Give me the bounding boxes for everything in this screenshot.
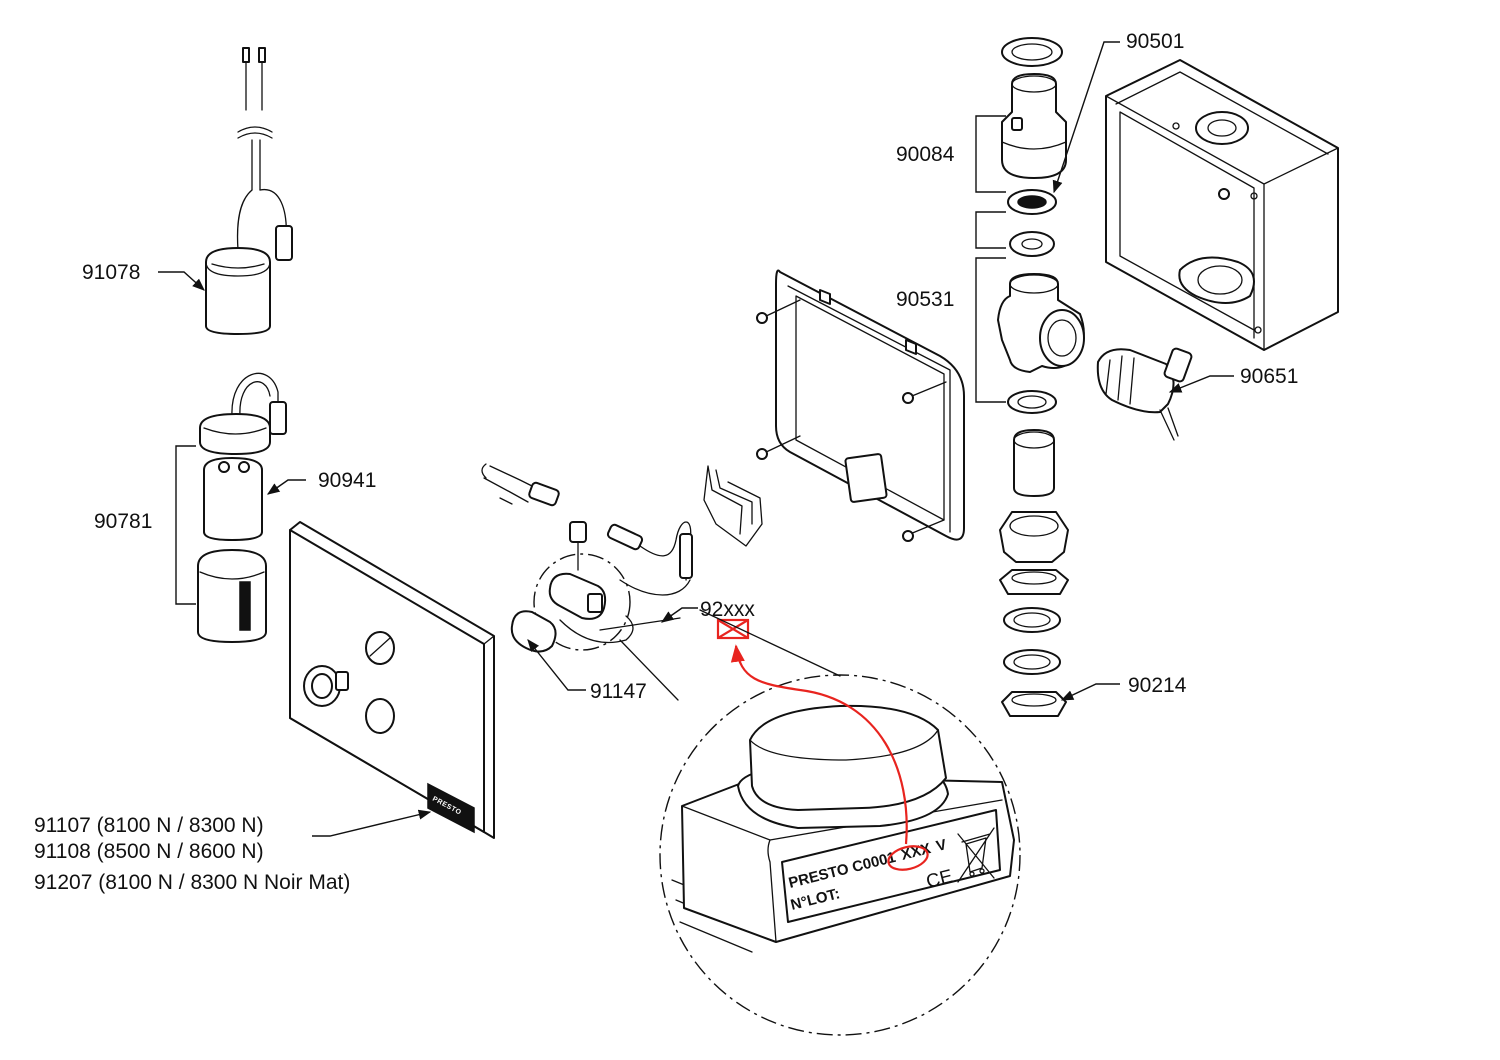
label-90084: 90084	[896, 143, 955, 166]
label-90651: 90651	[1240, 365, 1298, 388]
label-91147: 91147	[590, 680, 647, 703]
label-90781: 90781	[94, 510, 152, 533]
part-mounting-box	[1105, 59, 1339, 351]
part-spring-clip	[703, 465, 763, 547]
label-90531: 90531	[896, 288, 954, 311]
label-91078: 91078	[82, 261, 140, 284]
label-90941: 90941	[318, 469, 376, 492]
part-90781-battery-housing	[175, 372, 287, 643]
label-92xxx: 92xxx	[700, 598, 755, 621]
part-91107-cover-plate: PRESTO	[289, 521, 495, 839]
part-mounting-frame	[756, 269, 965, 542]
label-91107: 91107 (8100 N / 8300 N)	[34, 814, 264, 837]
label-91108: 91108 (8500 N / 8600 N)	[34, 840, 264, 863]
leader-lines	[158, 41, 1234, 837]
part-91147-92xxx-electronics	[481, 463, 693, 653]
detail-zoom-circle: PRESTO C0001 XXX V N°LOT: CE	[619, 609, 1021, 1036]
label-90214: 90214	[1128, 674, 1187, 697]
label-91207: 91207 (8100 N / 8300 N Noir Mat)	[34, 871, 350, 894]
part-90651-solenoid	[1096, 347, 1193, 441]
label-90501: 90501	[1126, 30, 1184, 53]
part-91078-battery-pack	[205, 47, 293, 335]
part-valve-stack	[975, 37, 1085, 717]
red-box-marker-icon	[716, 618, 750, 640]
weee-bin-icon	[957, 827, 995, 883]
